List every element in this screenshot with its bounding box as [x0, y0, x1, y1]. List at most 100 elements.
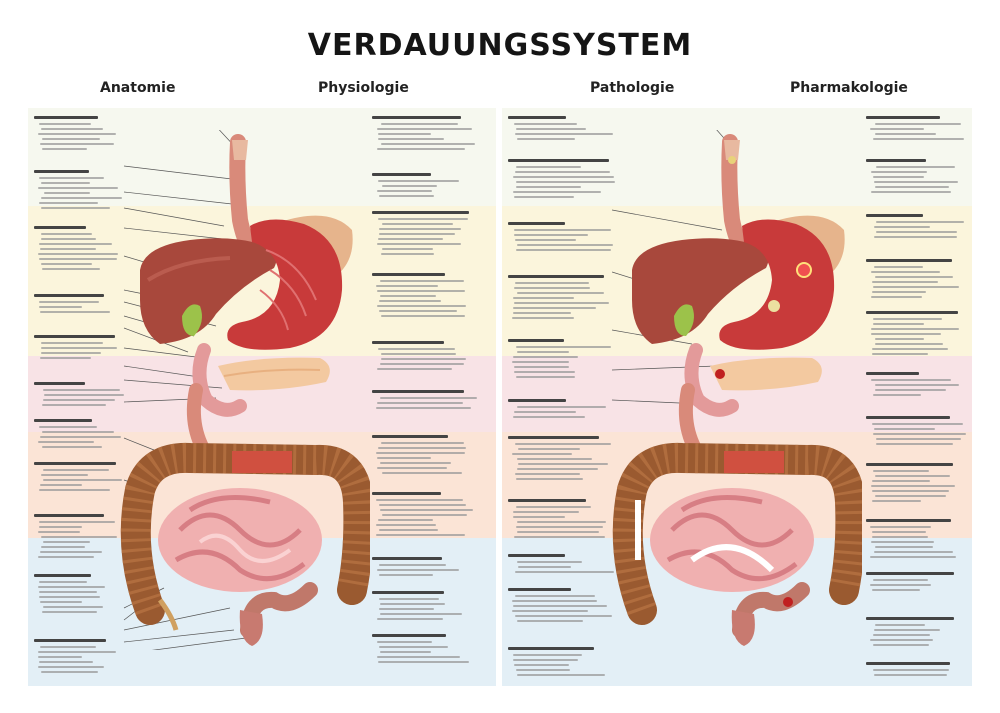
text-line-placeholder: [871, 328, 959, 330]
text-line-placeholder: [379, 574, 433, 576]
text-line-placeholder: [871, 379, 951, 381]
text-heading-placeholder: [372, 634, 446, 637]
text-line-placeholder: [377, 305, 466, 307]
text-line-placeholder: [38, 133, 116, 135]
text-line-placeholder: [875, 495, 946, 497]
text-heading-placeholder: [34, 226, 86, 229]
gallbladder: [182, 304, 202, 336]
text-line-placeholder: [43, 389, 120, 391]
text-line-placeholder: [872, 480, 930, 482]
text-line-placeholder: [39, 202, 98, 204]
text-line-placeholder: [376, 524, 436, 526]
text-line-placeholder: [516, 478, 583, 480]
text-heading-placeholder: [508, 554, 565, 557]
text-heading-placeholder: [34, 639, 106, 642]
text-line-placeholder: [41, 536, 117, 538]
text-line-placeholder: [38, 441, 94, 443]
text-heading-placeholder: [34, 335, 115, 338]
text-line-placeholder: [517, 351, 569, 353]
text-line-placeholder: [376, 534, 465, 536]
text-line-placeholder: [870, 584, 931, 586]
text-line-placeholder: [872, 423, 963, 425]
text-line-placeholder: [512, 361, 569, 363]
text-line-placeholder: [381, 442, 464, 444]
text-line-placeholder: [871, 191, 951, 193]
lesion-marker: [728, 156, 736, 164]
text-line-placeholder: [514, 123, 577, 125]
text-line-placeholder: [875, 343, 943, 345]
text-line-placeholder: [379, 300, 441, 302]
duodenal-lesion: [715, 369, 725, 379]
text-heading-placeholder: [372, 557, 442, 560]
text-line-placeholder: [875, 624, 925, 626]
text-line-placeholder: [512, 317, 574, 319]
text-heading-placeholder: [508, 116, 566, 119]
text-line-placeholder: [39, 306, 82, 308]
text-line-placeholder: [43, 399, 115, 401]
text-line-placeholder: [39, 526, 82, 528]
text-line-placeholder: [872, 281, 938, 283]
text-line-placeholder: [39, 123, 91, 125]
text-line-placeholder: [39, 258, 117, 260]
text-line-placeholder: [41, 474, 88, 476]
text-heading-placeholder: [372, 273, 445, 276]
text-line-placeholder: [513, 659, 578, 661]
text-line-placeholder: [871, 333, 941, 335]
text-line-placeholder: [377, 190, 432, 192]
text-line-placeholder: [41, 238, 96, 240]
text-heading-placeholder: [508, 499, 586, 502]
ulcer-marker: [796, 262, 812, 278]
text-line-placeholder: [40, 248, 96, 250]
text-line-placeholder: [518, 566, 571, 568]
text-heading-placeholder: [372, 435, 448, 438]
text-line-placeholder: [873, 579, 928, 581]
text-line-placeholder: [377, 641, 432, 643]
text-line-placeholder: [516, 249, 611, 251]
text-line-placeholder: [38, 556, 94, 558]
text-line-placeholder: [870, 526, 931, 528]
text-line-placeholder: [381, 315, 465, 317]
text-line-placeholder: [380, 603, 445, 605]
text-line-placeholder: [44, 394, 124, 396]
text-line-placeholder: [874, 428, 935, 430]
text-line-placeholder: [379, 310, 457, 312]
text-line-placeholder: [41, 352, 101, 354]
text-line-placeholder: [514, 536, 605, 538]
text-line-placeholder: [377, 243, 461, 245]
text-line-placeholder: [379, 228, 461, 230]
text-line-placeholder: [41, 347, 117, 349]
text-line-placeholder: [873, 318, 942, 320]
text-line-placeholder: [381, 253, 434, 255]
text-heading-placeholder: [34, 382, 85, 385]
text-line-placeholder: [381, 358, 466, 360]
text-heading-placeholder: [866, 519, 951, 522]
text-line-placeholder: [514, 664, 569, 666]
text-line-placeholder: [872, 291, 926, 293]
text-line-placeholder: [379, 646, 448, 648]
text-heading-placeholder: [372, 390, 464, 393]
text-line-placeholder: [381, 143, 475, 145]
text-heading-placeholder: [866, 214, 923, 217]
text-line-placeholder: [44, 192, 90, 194]
text-heading-placeholder: [34, 294, 104, 297]
text-line-placeholder: [43, 606, 103, 608]
text-line-placeholder: [378, 661, 469, 663]
text-line-placeholder: [517, 561, 582, 563]
text-line-placeholder: [873, 394, 921, 396]
text-line-placeholder: [377, 128, 472, 130]
text-line-placeholder: [515, 473, 580, 475]
text-line-placeholder: [380, 613, 462, 615]
text-heading-placeholder: [508, 399, 566, 402]
pathology-illustration: [612, 130, 862, 646]
text-line-placeholder: [377, 656, 460, 658]
text-line-placeholder: [39, 489, 110, 491]
text-line-placeholder: [514, 371, 575, 373]
text-line-placeholder: [376, 452, 465, 454]
text-line-placeholder: [513, 605, 607, 607]
text-line-placeholder: [870, 128, 924, 130]
text-line-placeholder: [380, 280, 464, 282]
text-line-placeholder: [514, 234, 588, 236]
duodenum: [192, 343, 247, 417]
text-line-placeholder: [39, 661, 93, 663]
text-line-placeholder: [40, 646, 96, 648]
